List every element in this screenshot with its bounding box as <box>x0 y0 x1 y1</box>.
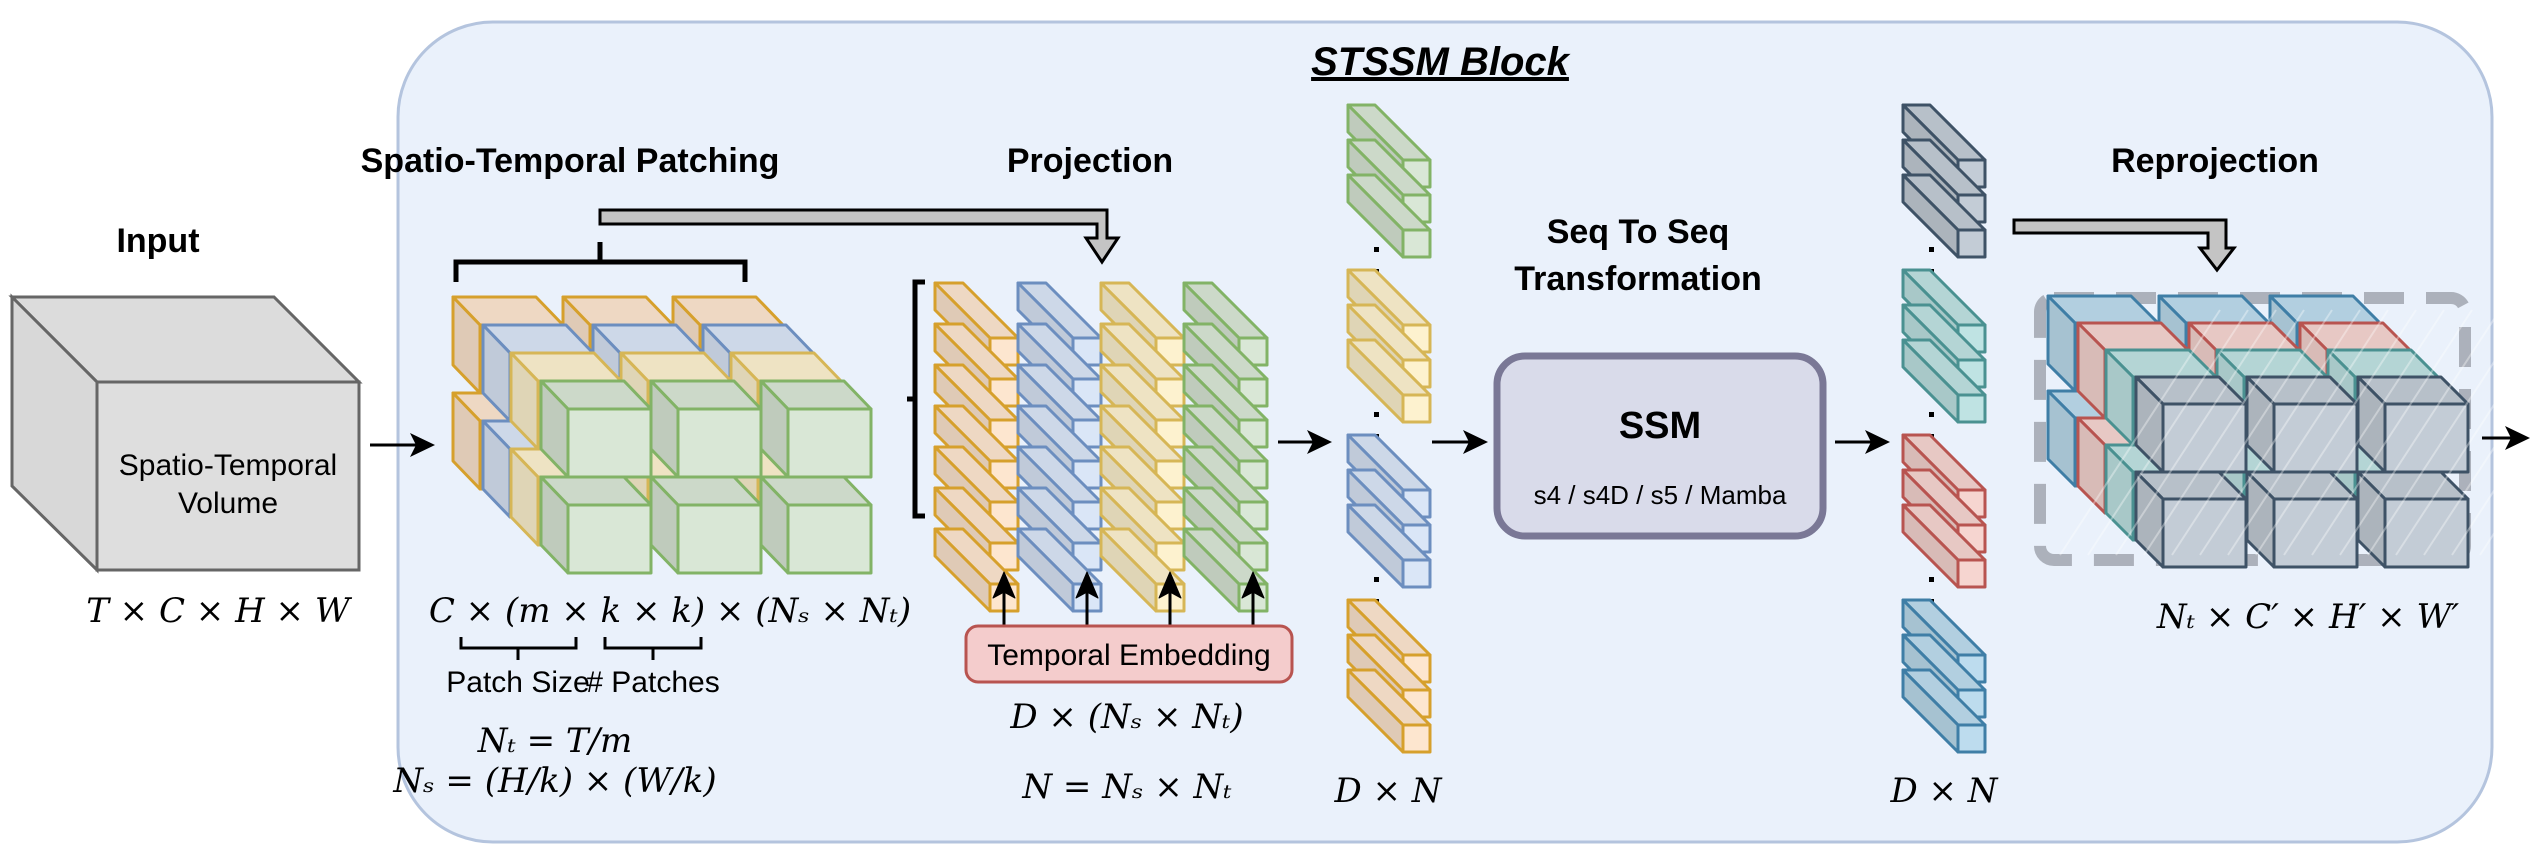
hatch-line <box>2507 510 2536 556</box>
hatch-line <box>2087 309 2249 556</box>
embedding-arrow-head <box>992 571 1016 599</box>
ssm-title: SSM <box>1619 405 1701 447</box>
sequence-in-shape: D × N <box>1333 771 1442 811</box>
patch-cuboid <box>759 379 873 479</box>
sequence-token <box>1901 668 1987 754</box>
hatch-line <box>2423 381 2536 556</box>
arrow-input-to-patching <box>370 433 435 457</box>
hatch-line <box>2339 309 2501 556</box>
reprojected-cuboid <box>2245 470 2359 569</box>
n-formula: N = Nₛ × Nₜ <box>1021 767 1232 807</box>
hatch-line <box>2311 309 2473 556</box>
input-volume-label-line2: Volume <box>178 487 278 520</box>
sequence-out-shape: D × N <box>1889 771 1998 811</box>
block-title: STSSM Block <box>1311 40 1571 84</box>
reprojected-cuboid <box>2356 470 2470 569</box>
patch-cuboid <box>759 475 873 575</box>
arrow-sequence-to-ssm <box>1432 430 1488 454</box>
temporal-embedding-arrows <box>992 571 1265 626</box>
hatch-line <box>2255 309 2417 556</box>
hatch-line <box>2115 309 2277 556</box>
embedding-arrow-head <box>1158 571 1182 599</box>
projection-heading: Projection <box>1007 142 1173 180</box>
hatch-line <box>2199 309 2361 556</box>
hatch-line <box>2143 309 2305 556</box>
arrow-projection-to-sequence <box>1278 430 1332 454</box>
embedding-arrow-head <box>1241 571 1265 599</box>
ellipsis-dot <box>1929 412 1934 417</box>
input-token-sequence <box>1346 103 1432 754</box>
projection-shape: D × (Nₛ × Nₜ) <box>1009 697 1243 737</box>
embedding-arrow-head <box>1075 571 1099 599</box>
reprojected-cuboid <box>2245 375 2359 474</box>
patches-brace <box>603 637 703 660</box>
arrow-ssm-to-sequence <box>1835 430 1890 454</box>
ssm-box <box>1493 352 1827 540</box>
arrow-output <box>2482 426 2530 450</box>
ellipsis-dot <box>1374 412 1379 417</box>
hatch-line <box>2059 309 2221 556</box>
ellipsis-dot <box>1929 247 1934 252</box>
ns-formula: Nₛ = (H/k) × (W/k) <box>392 761 716 801</box>
patch-cuboid <box>539 475 653 575</box>
reprojection-heading: Reprojection <box>2111 142 2319 180</box>
input-volume-label-line1: Spatio-Temporal <box>119 449 337 482</box>
sequence-token <box>1346 338 1432 424</box>
patches-label: # Patches <box>586 666 719 699</box>
ellipsis-dot <box>1929 577 1934 582</box>
patched-volume-cube <box>451 295 873 575</box>
reprojected-cuboid <box>2134 470 2248 569</box>
reprojection-shape: Nₜ × C′ × H′ × W′ <box>2156 597 2459 637</box>
flow-arrow-patching-to-projection <box>598 208 1121 265</box>
input-volume-cube <box>8 293 363 574</box>
hatch-line <box>2367 309 2529 556</box>
sequence-token <box>1346 303 1432 389</box>
patch-size-label: Patch Size <box>446 666 589 699</box>
hatch-line <box>2283 309 2445 556</box>
output-token-sequence <box>1901 103 1987 754</box>
patch-cuboid <box>539 379 653 479</box>
seq2seq-heading-line1: Seq To Seq <box>1547 213 1730 251</box>
patching-heading: Spatio-Temporal Patching <box>361 142 780 180</box>
sequence-token <box>1346 173 1432 259</box>
ssm-variants: s4 / s4D / s5 / Mamba <box>1534 480 1787 510</box>
ellipsis-dot <box>1374 577 1379 582</box>
patch-size-brace <box>459 637 578 660</box>
hatch-line <box>2451 424 2536 556</box>
hatch-line <box>2171 309 2333 556</box>
flow-arrow-to-reprojection <box>2012 218 2238 273</box>
hatch-line <box>2227 309 2389 556</box>
temporal-embedding-box <box>964 624 1294 684</box>
projection-bracket <box>907 279 925 519</box>
seq2seq-heading-line2: Transformation <box>1514 260 1761 298</box>
input-heading: Input <box>116 222 199 260</box>
patch-cuboid <box>649 475 763 575</box>
sequence-token <box>1901 173 1987 259</box>
ellipsis-dot <box>1374 247 1379 252</box>
sequence-token <box>1346 503 1432 589</box>
patching-bracket <box>453 242 748 282</box>
projected-token-columns <box>933 281 1269 613</box>
sequence-token <box>1901 503 1987 589</box>
patching-shape: C × (m × k × k) × (Nₛ × Nₜ) <box>429 591 911 631</box>
input-shape: T × C × H × W <box>86 591 353 631</box>
reprojected-volume-cube <box>2034 292 2536 569</box>
sequence-token <box>1901 338 1987 424</box>
hatch-line <box>2479 467 2536 556</box>
patch-cuboid <box>649 379 763 479</box>
sequence-token <box>1346 668 1432 754</box>
nt-formula: Nₜ = T/m <box>477 721 633 761</box>
hatch-line <box>2395 338 2536 556</box>
temporal-embedding-label: Temporal Embedding <box>987 639 1271 672</box>
